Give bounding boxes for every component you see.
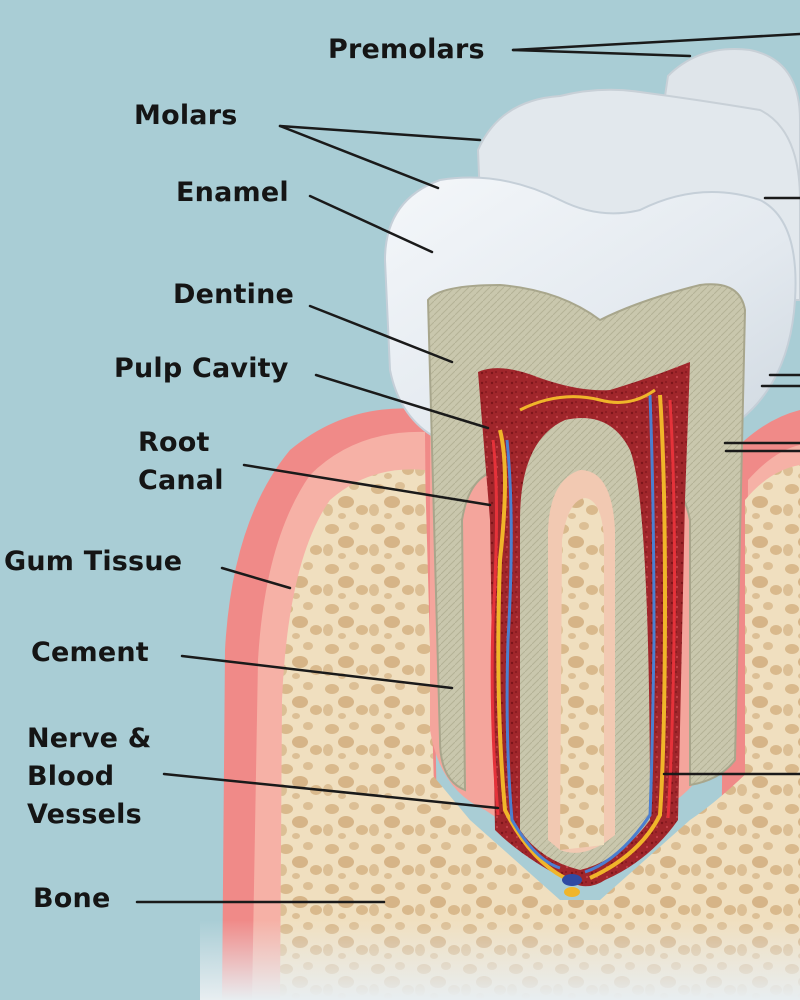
leader-root-canal <box>242 463 492 507</box>
leader-nerve-vessels <box>162 772 500 810</box>
label-nerve-blood-vessels: Nerve & Blood Vessels <box>27 723 152 830</box>
label-molars: Molars <box>134 100 238 131</box>
leader-enamel <box>308 194 434 254</box>
label-dentine: Dentine <box>173 279 295 310</box>
artery-right <box>666 399 676 819</box>
leader-lines <box>135 32 800 904</box>
bone-left <box>280 469 440 1000</box>
leader-dentine <box>308 304 454 364</box>
nerve-left <box>496 429 566 880</box>
vein-right <box>584 394 656 874</box>
leader-molars-a <box>278 124 482 142</box>
label-premolars: Premolars <box>328 34 485 65</box>
label-root-canal: Root Canal <box>138 427 224 496</box>
label-gum-tissue: Gum Tissue <box>4 546 183 577</box>
nerve-right <box>589 394 668 880</box>
label-bone: Bone <box>33 883 111 914</box>
artery-left <box>490 439 500 816</box>
vein-left <box>505 439 561 870</box>
leader-pulp-cavity <box>314 373 490 430</box>
label-enamel: Enamel <box>176 177 289 208</box>
leader-cement <box>180 654 454 690</box>
leader-gum-tissue <box>220 566 292 590</box>
label-pulp-cavity: Pulp Cavity <box>114 353 289 384</box>
leader-premolars-b <box>511 48 692 58</box>
leader-molars-b <box>278 124 440 190</box>
label-cement: Cement <box>31 637 149 668</box>
leader-premolars-a <box>511 32 800 52</box>
